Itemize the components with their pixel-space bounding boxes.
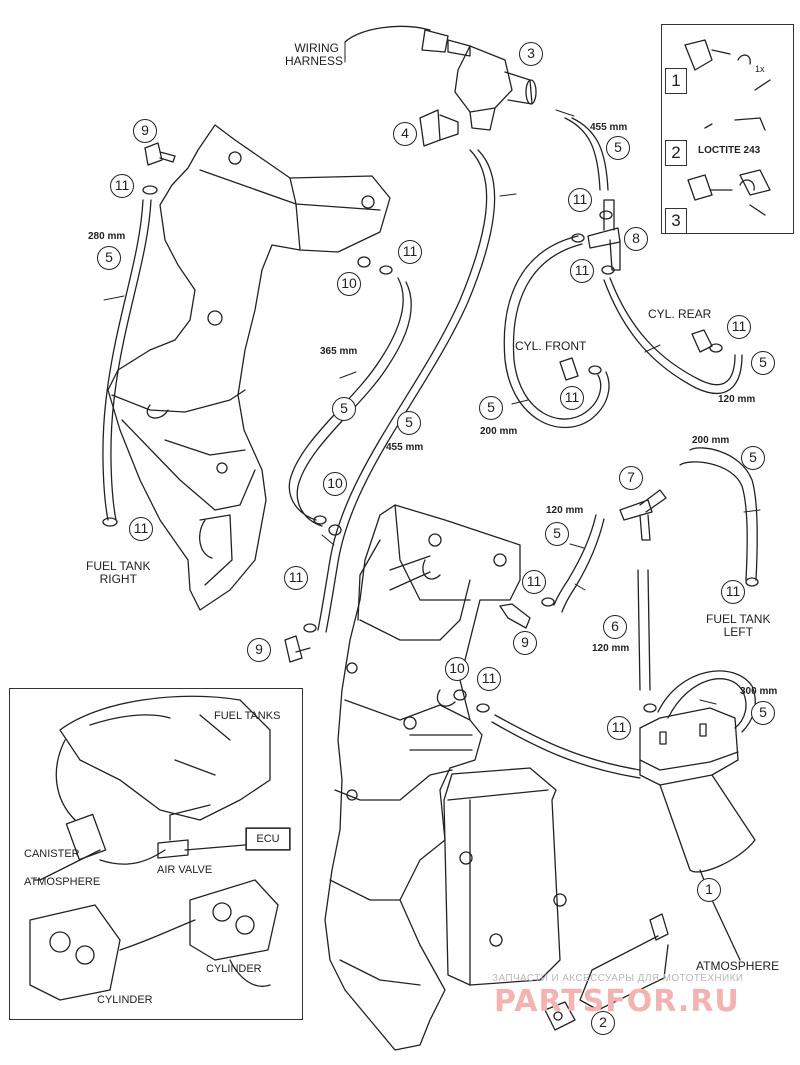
callout-5-280: 5 <box>97 246 121 270</box>
fuel-tank-left-drawing <box>324 504 567 1051</box>
inset-frame <box>9 688 303 1020</box>
wiring-harness-line-1: WIRING <box>294 41 339 55</box>
callout-11-left-tank: 11 <box>721 580 745 604</box>
callout-5-200-left: 5 <box>741 446 765 470</box>
callout-11-front: 11 <box>560 386 584 410</box>
y-piece-drawing <box>619 489 667 541</box>
callout-5-rear: 5 <box>751 351 775 375</box>
callout-5-455-top: 5 <box>606 136 630 160</box>
callout-11-lower: 11 <box>477 667 501 691</box>
callout-11-rear: 11 <box>727 315 751 339</box>
cyl-fittings <box>559 329 713 381</box>
fitting-top-drawing <box>144 142 176 166</box>
fuel-tank-right-label: FUEL TANK RIGHT <box>86 560 150 586</box>
length-455-mid: 455 mm <box>386 442 424 453</box>
step-2: 2 <box>665 140 687 166</box>
callout-11-top-left: 11 <box>110 174 134 198</box>
wiring-harness-line-2: HARNESS <box>285 54 344 68</box>
callout-5-120-tee: 5 <box>545 522 569 546</box>
callout-5-300: 5 <box>751 701 775 725</box>
callout-11-upper-mid: 11 <box>398 240 422 264</box>
inset-system-diagram <box>29 695 291 1001</box>
callout-1: 1 <box>697 878 721 902</box>
callout-9-lower: 9 <box>247 638 271 662</box>
callout-5-455-mid: 5 <box>397 411 421 435</box>
callout-2: 2 <box>591 1011 615 1035</box>
callout-11-mid-left: 11 <box>284 566 308 590</box>
inset-cylinder-right: CYLINDER <box>206 963 262 975</box>
callout-11-canister: 11 <box>607 716 631 740</box>
wiring-harness-label: WIRING HARNESS <box>285 41 344 68</box>
watermark-caption: ЗАПЧАСТИ И АКСЕССУАРЫ ДЛЯ МОТОТЕХНИКИ <box>492 973 744 984</box>
callout-9-right: 9 <box>513 631 537 655</box>
callout-10-mid: 10 <box>323 472 347 496</box>
fuel-tank-right-line-1: FUEL TANK <box>86 559 151 573</box>
filter-drawing <box>544 913 669 1031</box>
canister-drawing <box>639 707 756 961</box>
length-200-front: 200 mm <box>480 426 518 437</box>
rotate-note: 1x <box>755 64 765 74</box>
loctite-label: LOCTITE 243 <box>698 145 761 156</box>
length-120-rear: 120 mm <box>718 394 756 405</box>
callout-10-lower: 10 <box>445 657 469 681</box>
callout-5-365: 5 <box>332 397 356 421</box>
inset-canister: CANISTER <box>24 848 80 860</box>
fuel-tank-right-drawing <box>107 124 391 611</box>
callout-11-t-bottom: 11 <box>570 259 594 283</box>
length-300: 300 mm <box>740 686 778 697</box>
atmosphere-label: ATMOSPHERE <box>696 959 780 973</box>
callout-6: 6 <box>603 615 627 639</box>
length-365: 365 mm <box>320 346 358 357</box>
length-120-tee: 120 mm <box>546 505 584 516</box>
callout-11-mid-right: 11 <box>522 570 546 594</box>
length-455-top: 455 mm <box>590 122 628 133</box>
instruction-frame <box>661 24 794 234</box>
callout-4: 4 <box>393 122 417 146</box>
inset-ecu: ECU <box>246 828 290 850</box>
instruction-box <box>684 39 771 216</box>
clamps <box>102 185 759 713</box>
length-280: 280 mm <box>88 231 126 242</box>
inset-air-valve: AIR VALVE <box>157 864 213 876</box>
callout-3: 3 <box>519 42 543 66</box>
length-200-left: 200 mm <box>692 435 730 446</box>
fitting-right-drawing <box>499 603 531 629</box>
callout-10-upper: 10 <box>337 272 361 296</box>
fitting-lower-drawing <box>284 635 311 663</box>
watermark-logo: PARTSFOR.RU <box>494 984 740 1019</box>
length-120-part6: 120 mm <box>592 643 630 654</box>
callout-7: 7 <box>619 466 643 490</box>
fuel-tank-left-line-1: FUEL TANK <box>706 612 771 626</box>
callout-5-front: 5 <box>479 396 503 420</box>
callout-11-right-tank: 11 <box>129 517 153 541</box>
cyl-rear-label: CYL. REAR <box>648 307 712 321</box>
hoses <box>102 117 758 779</box>
inset-atmosphere: ATMOSPHERE <box>24 876 101 888</box>
fuel-tank-left-line-2: LEFT <box>723 625 753 639</box>
callout-8: 8 <box>624 227 648 251</box>
fuel-tank-right-line-2: RIGHT <box>99 572 137 586</box>
callout-9-top: 9 <box>133 119 157 143</box>
inset-fuel-tanks: FUEL TANKS <box>214 710 281 722</box>
cyl-front-label: CYL. FRONT <box>515 339 587 353</box>
t-piece-drawing <box>587 199 621 271</box>
step-3: 3 <box>665 208 687 234</box>
callout-11-t-top: 11 <box>568 188 592 212</box>
air-valve-drawing <box>344 25 537 131</box>
bracket-drawing <box>419 109 459 147</box>
step-1: 1 <box>665 68 687 94</box>
inset-cylinder-left: CYLINDER <box>97 994 153 1006</box>
fuel-tank-left-label: FUEL TANK LEFT <box>706 613 770 639</box>
